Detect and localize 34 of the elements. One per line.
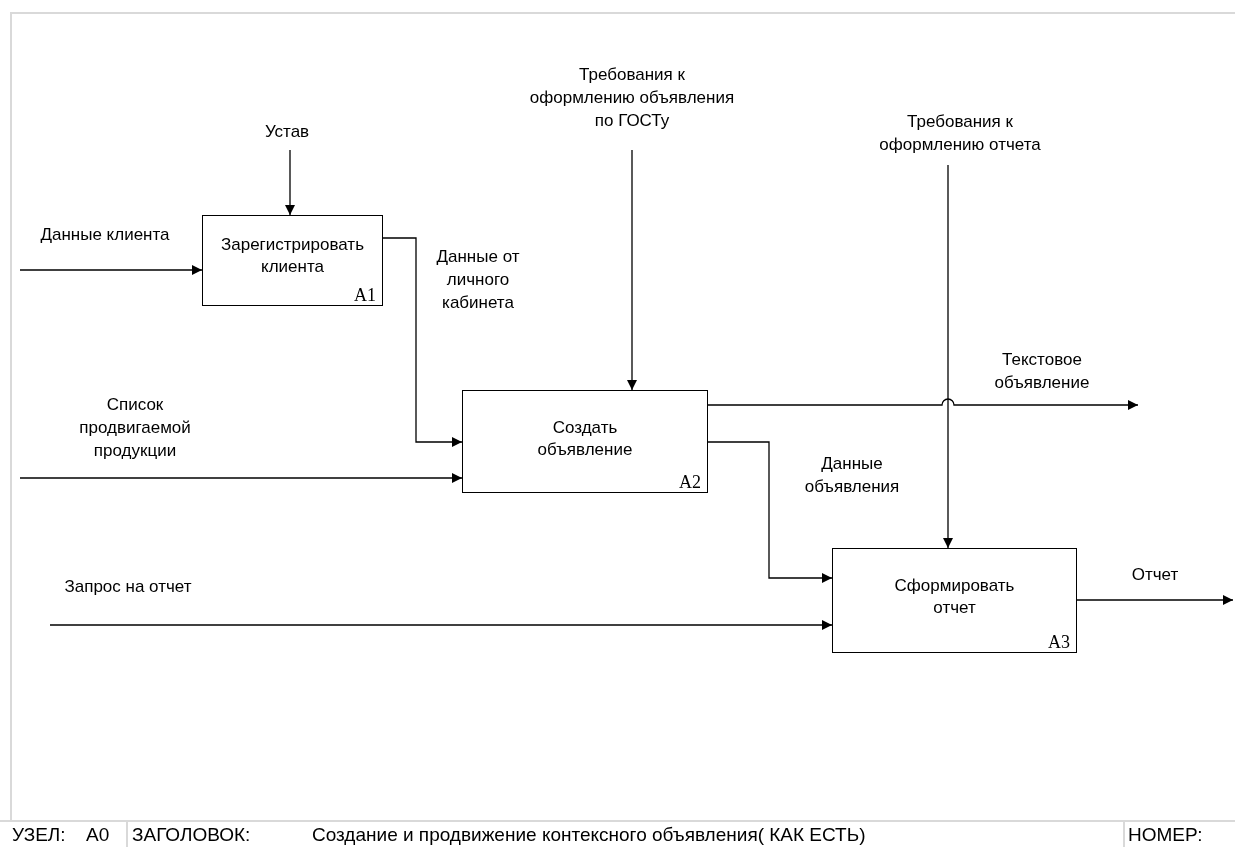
arrow: [19, 265, 203, 275]
arrow: [49, 620, 833, 630]
arrow: [707, 398, 1139, 410]
arrow: [1076, 595, 1234, 605]
activity-number: A2: [679, 472, 701, 492]
edge-label: Устав: [263, 121, 311, 143]
edge-label: Данные клиента: [39, 224, 171, 246]
title-field-label: ЗАГОЛОВОК:: [132, 823, 251, 847]
activity-box: [832, 548, 1077, 653]
edge-label: Требования к оформлению объявления по ГОСТу: [528, 64, 736, 132]
activity-name: Зарегистрировать клиента: [219, 234, 365, 278]
node-number: A0: [86, 823, 110, 847]
activity-number: A1: [354, 285, 376, 305]
arrow: [943, 164, 953, 549]
arrow: [707, 441, 833, 583]
edge-label: Требования к оформлению отчета: [878, 111, 1042, 156]
edge-label: Данные объявления: [803, 453, 901, 498]
title-field-value: Создание и продвижение контексного объявления( КАК ЕСТЬ): [312, 823, 866, 847]
activity-name: Создать объявление: [536, 417, 634, 461]
arrow: [382, 237, 463, 447]
number-field-label: НОМЕР:: [1128, 823, 1203, 847]
activity-box: [202, 215, 383, 306]
edge-label: Отчет: [1130, 564, 1180, 586]
arrow: [627, 149, 637, 391]
activity-number: A3: [1048, 632, 1070, 652]
activity-name: Сформировать отчет: [893, 575, 1016, 619]
edge-label: Запрос на отчет: [63, 576, 193, 598]
arrow: [285, 149, 295, 216]
arrow: [19, 473, 463, 483]
node-field-label: УЗЕЛ:: [12, 823, 66, 847]
activity-box: [462, 390, 708, 493]
edge-label: Список продвигаемой продукции: [78, 394, 192, 462]
edge-label: Данные от личного кабинета: [435, 246, 521, 314]
edge-label: Текстовое объявление: [993, 349, 1091, 394]
